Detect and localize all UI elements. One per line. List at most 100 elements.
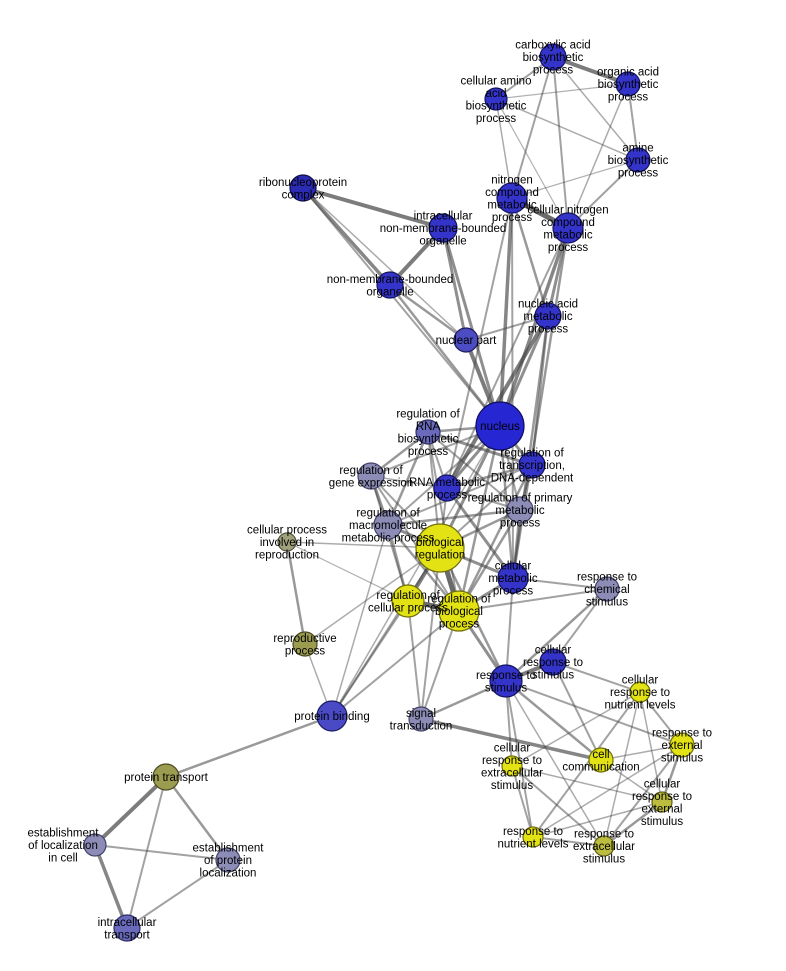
graph-node-n23[interactable]: [277, 532, 297, 552]
graph-edge-n37-n40: [126, 776, 167, 929]
graph-node-n21[interactable]: [391, 584, 425, 618]
graph-edge-n27-n29: [505, 680, 683, 746]
graph-edge-n17-n18: [387, 508, 521, 527]
graph-node-n26[interactable]: [539, 648, 567, 676]
graph-node-n12[interactable]: [475, 401, 525, 451]
graph-edge-n19-n23: [286, 541, 441, 549]
graph-edge-n21-n23: [286, 541, 409, 602]
graph-edge-n07-n12: [302, 187, 501, 427]
graph-edge-n33-n34: [532, 836, 605, 847]
graph-edge-n27-n34: [505, 680, 605, 847]
graph-edge-n38-n40: [93, 844, 129, 929]
graph-node-n14[interactable]: [518, 451, 546, 479]
graph-edge-n15-n22: [370, 475, 460, 612]
graph-edge-n05-n16: [446, 197, 513, 489]
graph-edge-n29-n33: [532, 744, 683, 838]
graph-node-n30[interactable]: [588, 747, 614, 773]
nodes-layer: [83, 43, 695, 942]
graph-edge-n28-n34: [603, 691, 641, 847]
graph-edge-n31-n33: [511, 765, 534, 838]
graph-edge-n29-n34: [603, 744, 683, 847]
graph-node-n34[interactable]: [593, 835, 615, 857]
graph-node-n03[interactable]: [484, 87, 508, 111]
graph-edge-n12-n35: [331, 425, 501, 717]
graph-node-n19[interactable]: [415, 523, 465, 573]
graph-edge-n01-n04: [552, 56, 639, 161]
graph-node-n06[interactable]: [552, 212, 584, 244]
graph-edge-n27-n30: [505, 680, 602, 761]
graph-node-n05[interactable]: [496, 182, 528, 214]
graph-node-n39[interactable]: [215, 847, 241, 873]
graph-node-n07[interactable]: [289, 174, 317, 202]
graph-node-n28[interactable]: [629, 681, 651, 703]
graph-edge-n20-n25: [512, 577, 608, 590]
graph-edge-n26-n30: [552, 661, 602, 761]
graph-edge-n22-n25: [458, 588, 608, 612]
graph-edge-n03-n05: [495, 98, 513, 199]
graph-edge-n28-n33: [532, 691, 641, 838]
graph-node-n31[interactable]: [501, 755, 523, 777]
graph-edge-n05-n10: [510, 197, 550, 317]
graph-node-n01[interactable]: [539, 43, 567, 71]
graph-node-n02[interactable]: [615, 71, 641, 97]
graph-node-n33[interactable]: [522, 826, 544, 848]
graph-node-n37[interactable]: [152, 763, 180, 791]
graph-node-n24[interactable]: [292, 631, 318, 657]
graph-node-n17[interactable]: [506, 496, 534, 524]
graph-edge-n31-n34: [511, 765, 605, 847]
graph-edge-n02-n03: [495, 83, 629, 100]
graph-edge-n31-n32: [511, 765, 663, 803]
graph-edge-n07-n11: [302, 187, 467, 341]
graph-edge-n28-n32: [639, 691, 663, 803]
graph-node-n29[interactable]: [669, 732, 695, 758]
graph-edge-n13-n17: [427, 431, 521, 511]
graph-edge-n21-n36: [407, 600, 422, 720]
graph-edge-n14-n16: [446, 463, 533, 490]
graph-edge-n23-n24: [285, 541, 307, 645]
graph-edge-n02-n06: [567, 83, 629, 229]
graph-node-n32[interactable]: [651, 791, 673, 813]
graph-node-n16[interactable]: [433, 474, 461, 502]
graph-edge-n07-n08: [302, 186, 444, 230]
graph-node-n08[interactable]: [428, 213, 458, 243]
graph-node-n15[interactable]: [357, 462, 385, 490]
graph-node-n27[interactable]: [489, 664, 523, 698]
graph-edge-n35-n37: [165, 714, 333, 779]
graph-node-n13[interactable]: [415, 419, 441, 445]
graph-edge-n26-n28: [552, 661, 641, 693]
graph-edge-n13-n18: [386, 431, 430, 526]
graph-node-n10[interactable]: [534, 302, 562, 330]
graph-edge-n29-n30: [600, 744, 683, 761]
graph-edge-n12-n22: [457, 425, 502, 612]
graph-node-n25[interactable]: [594, 576, 620, 602]
graph-node-n36[interactable]: [408, 706, 434, 732]
graph-edge-n01-n05: [511, 56, 554, 199]
graph-edge-n25-n27: [505, 588, 608, 682]
graph-node-n40[interactable]: [113, 914, 141, 942]
graph-node-n09[interactable]: [376, 271, 404, 299]
graph-node-n04[interactable]: [625, 147, 651, 173]
graph-edge-n04-n05: [511, 159, 639, 199]
graph-node-n22[interactable]: [438, 590, 480, 632]
graph-edge-n28-n31: [511, 691, 641, 767]
edges-layer: [93, 55, 684, 929]
graph-edge-n13-n14: [427, 430, 533, 467]
graph-edge-n09-n12: [389, 284, 501, 427]
graph-edge-n22-n35: [331, 610, 460, 717]
graph-edge-n18-n35: [331, 524, 389, 717]
graph-edge-n12-n20: [498, 425, 515, 579]
graph-edge-n38-n39: [94, 844, 229, 861]
graph-edge-n21-n35: [331, 600, 409, 717]
graph-edge-n30-n36: [420, 717, 602, 762]
graph-node-n35[interactable]: [316, 700, 348, 732]
graph-node-n38[interactable]: [83, 833, 107, 857]
graph-node-n18[interactable]: [373, 510, 403, 540]
graph-edge-n20-n27: [505, 577, 514, 682]
graph-node-n20[interactable]: [497, 562, 529, 594]
graph-edge-n39-n40: [126, 859, 229, 929]
graph-edge-n04-n06: [567, 159, 639, 229]
graph-edge-n02-n04: [627, 83, 639, 161]
graph-edge-n09-n11: [389, 283, 467, 342]
graph-node-n11[interactable]: [453, 327, 479, 353]
